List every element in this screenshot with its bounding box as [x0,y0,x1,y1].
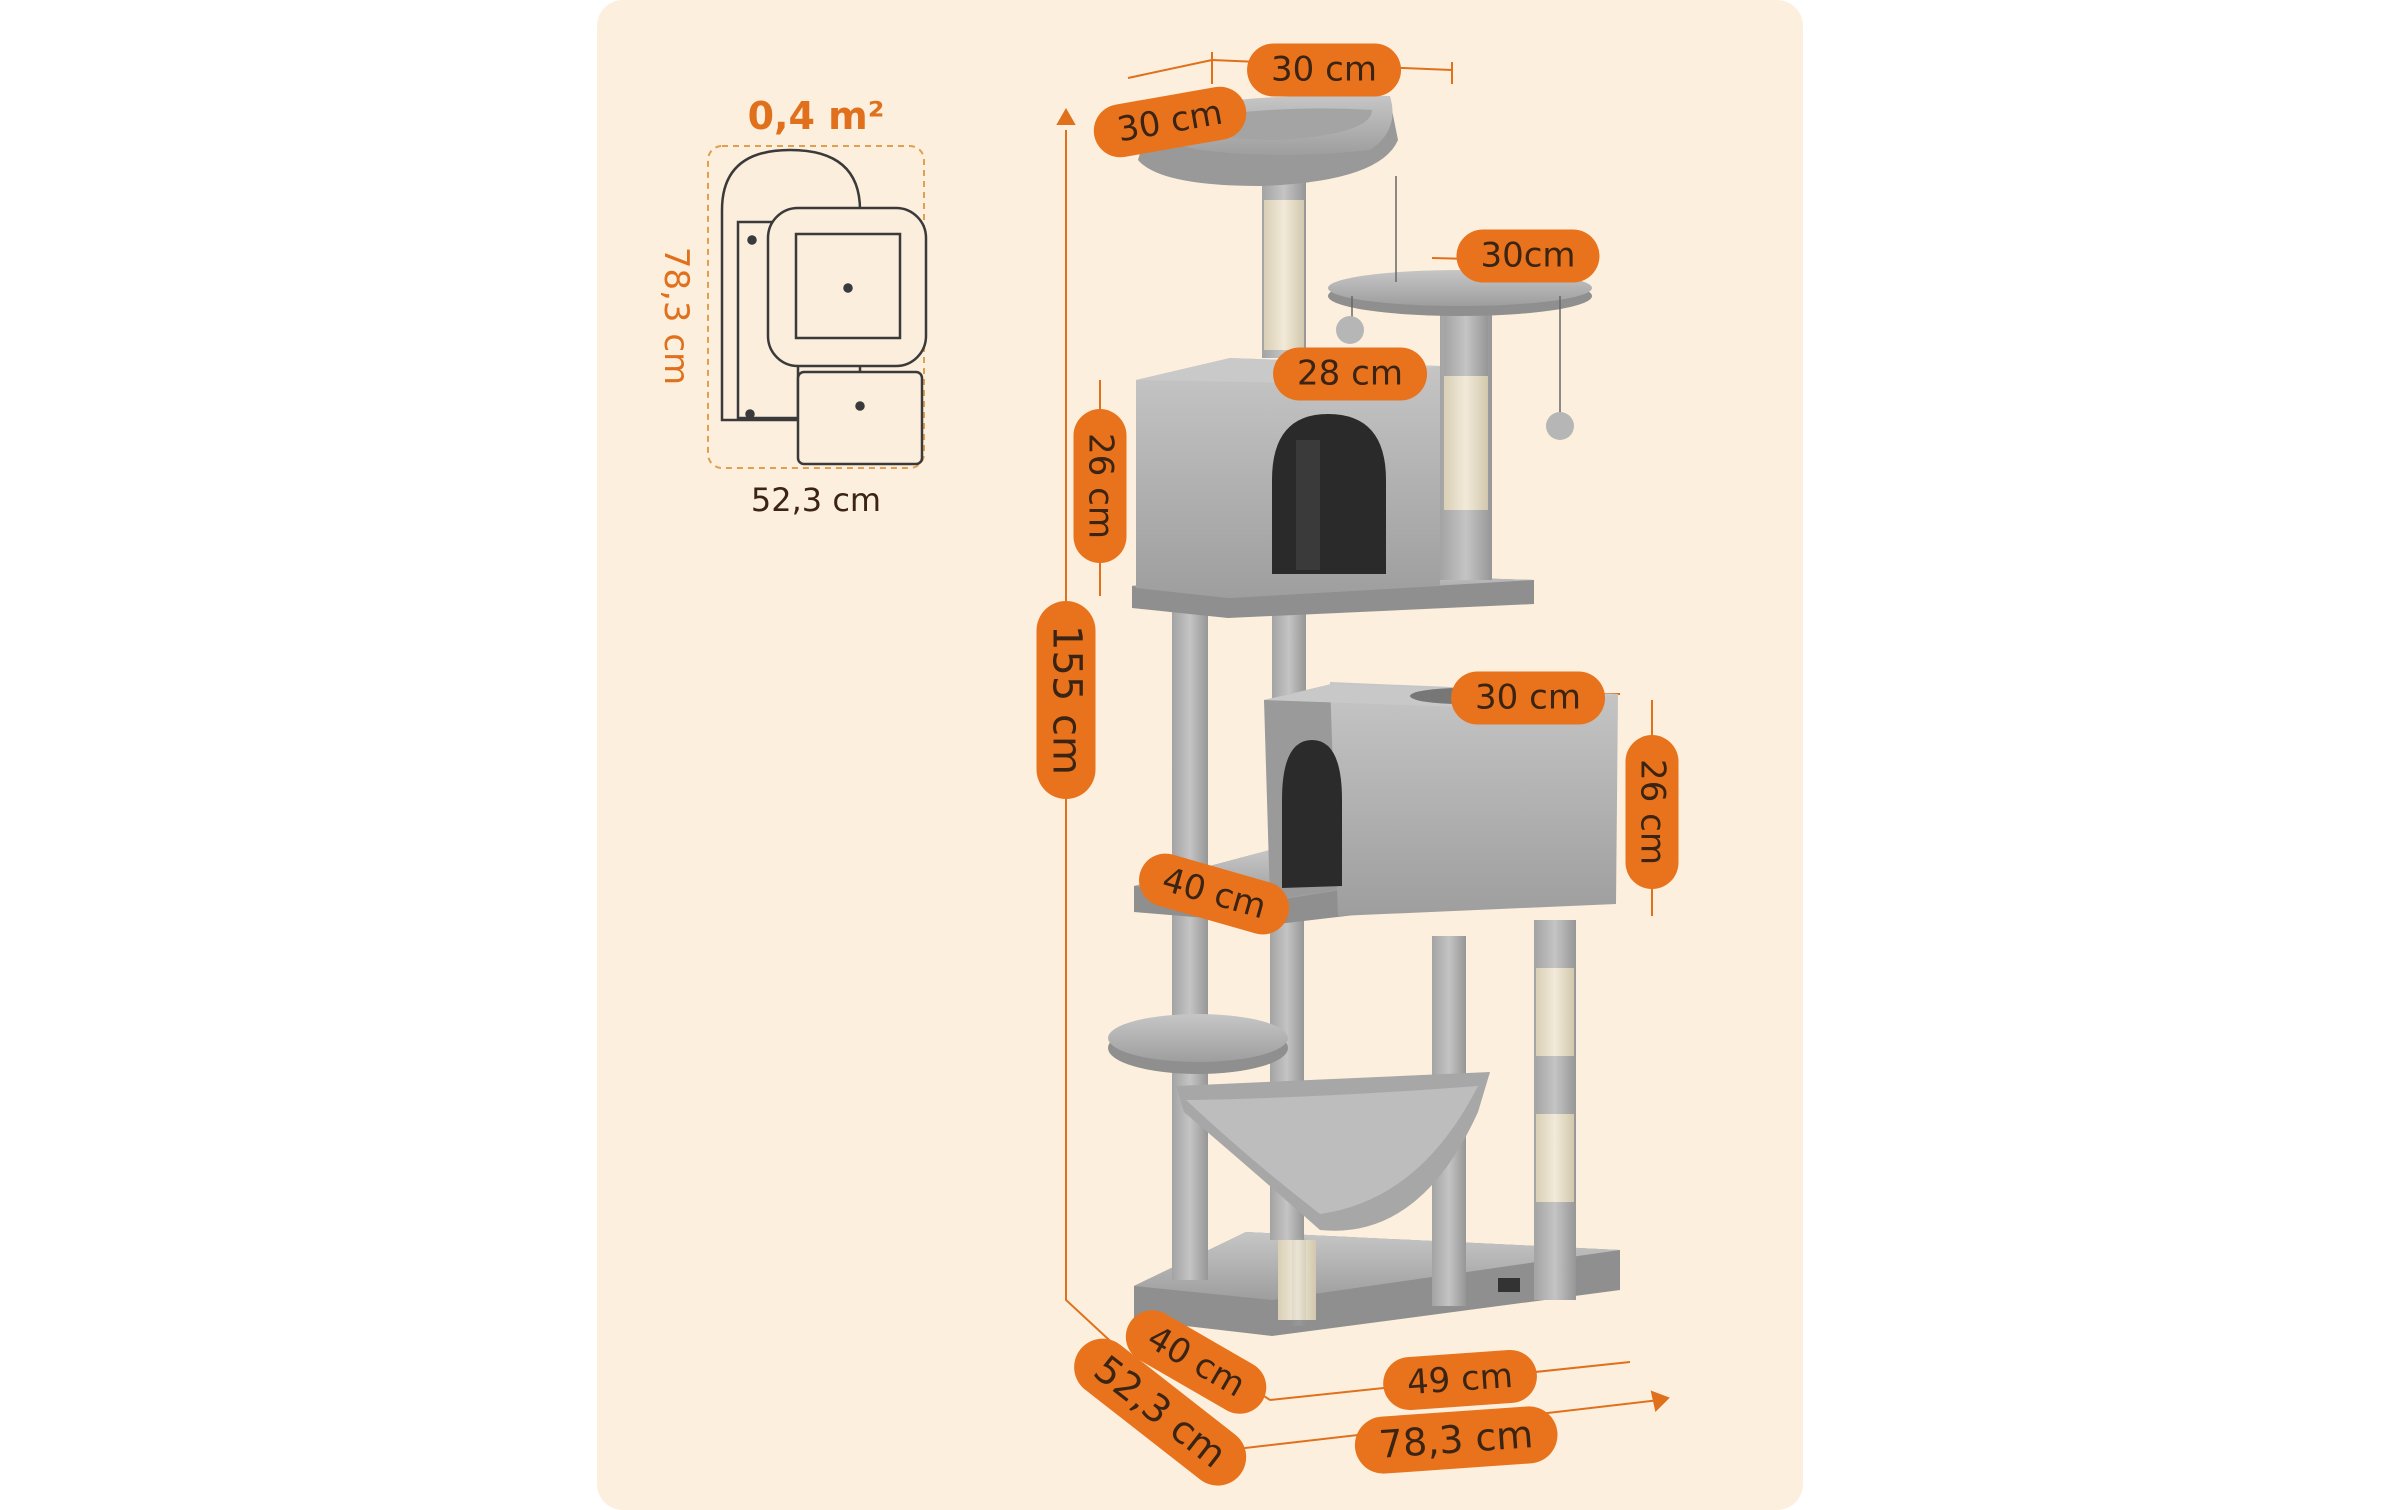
sisal-wrap [1536,1114,1574,1202]
brand-tag [1498,1278,1520,1292]
footprint-post-dot [747,235,757,245]
base-board [1134,1232,1620,1300]
footprint-base [796,370,924,466]
total-height-label: 155 cm [1036,600,1096,800]
upper-condo-interior [1296,440,1320,570]
base-width-label: 49 cm [1381,1348,1539,1412]
post [1172,600,1208,1280]
hammock-fabric [1186,1086,1478,1214]
footprint-diagram [707,145,928,469]
upper-platform-width-label: 30cm [1456,229,1600,283]
width-arrow-icon [1650,1390,1670,1412]
side-platform [1108,1014,1288,1062]
pom-pom-toy-icon [1546,412,1574,440]
top-perch-width-label: 30 cm [1247,43,1401,97]
footprint-depth-label: 78,3 cm [656,246,696,386]
lower-condo-entrance [1282,740,1342,888]
post-shadow [1292,1238,1306,1326]
sisal-wrap [1444,360,1488,510]
lower-condo-width-label: 30 cm [1451,671,1605,725]
upper-condo-entrance [1272,414,1386,574]
lower-condo-height-label: 26 cm [1625,735,1679,889]
footprint-width-label: 52,3 cm [750,481,882,519]
pom-pom-toy-icon [1336,316,1364,344]
sisal-wrap [1264,200,1304,350]
upper-condo-height-label: 26 cm [1073,409,1127,563]
area-label: 0,4 m² [747,94,885,138]
height-arrow-icon [1056,107,1076,125]
footprint-post-dot [855,401,865,411]
footprint-post-dot [745,409,755,419]
upper-condo-width-label: 28 cm [1273,347,1427,401]
footprint-post-dot [843,283,853,293]
lower-condo-front [1330,682,1618,916]
sisal-wrap [1536,968,1574,1056]
